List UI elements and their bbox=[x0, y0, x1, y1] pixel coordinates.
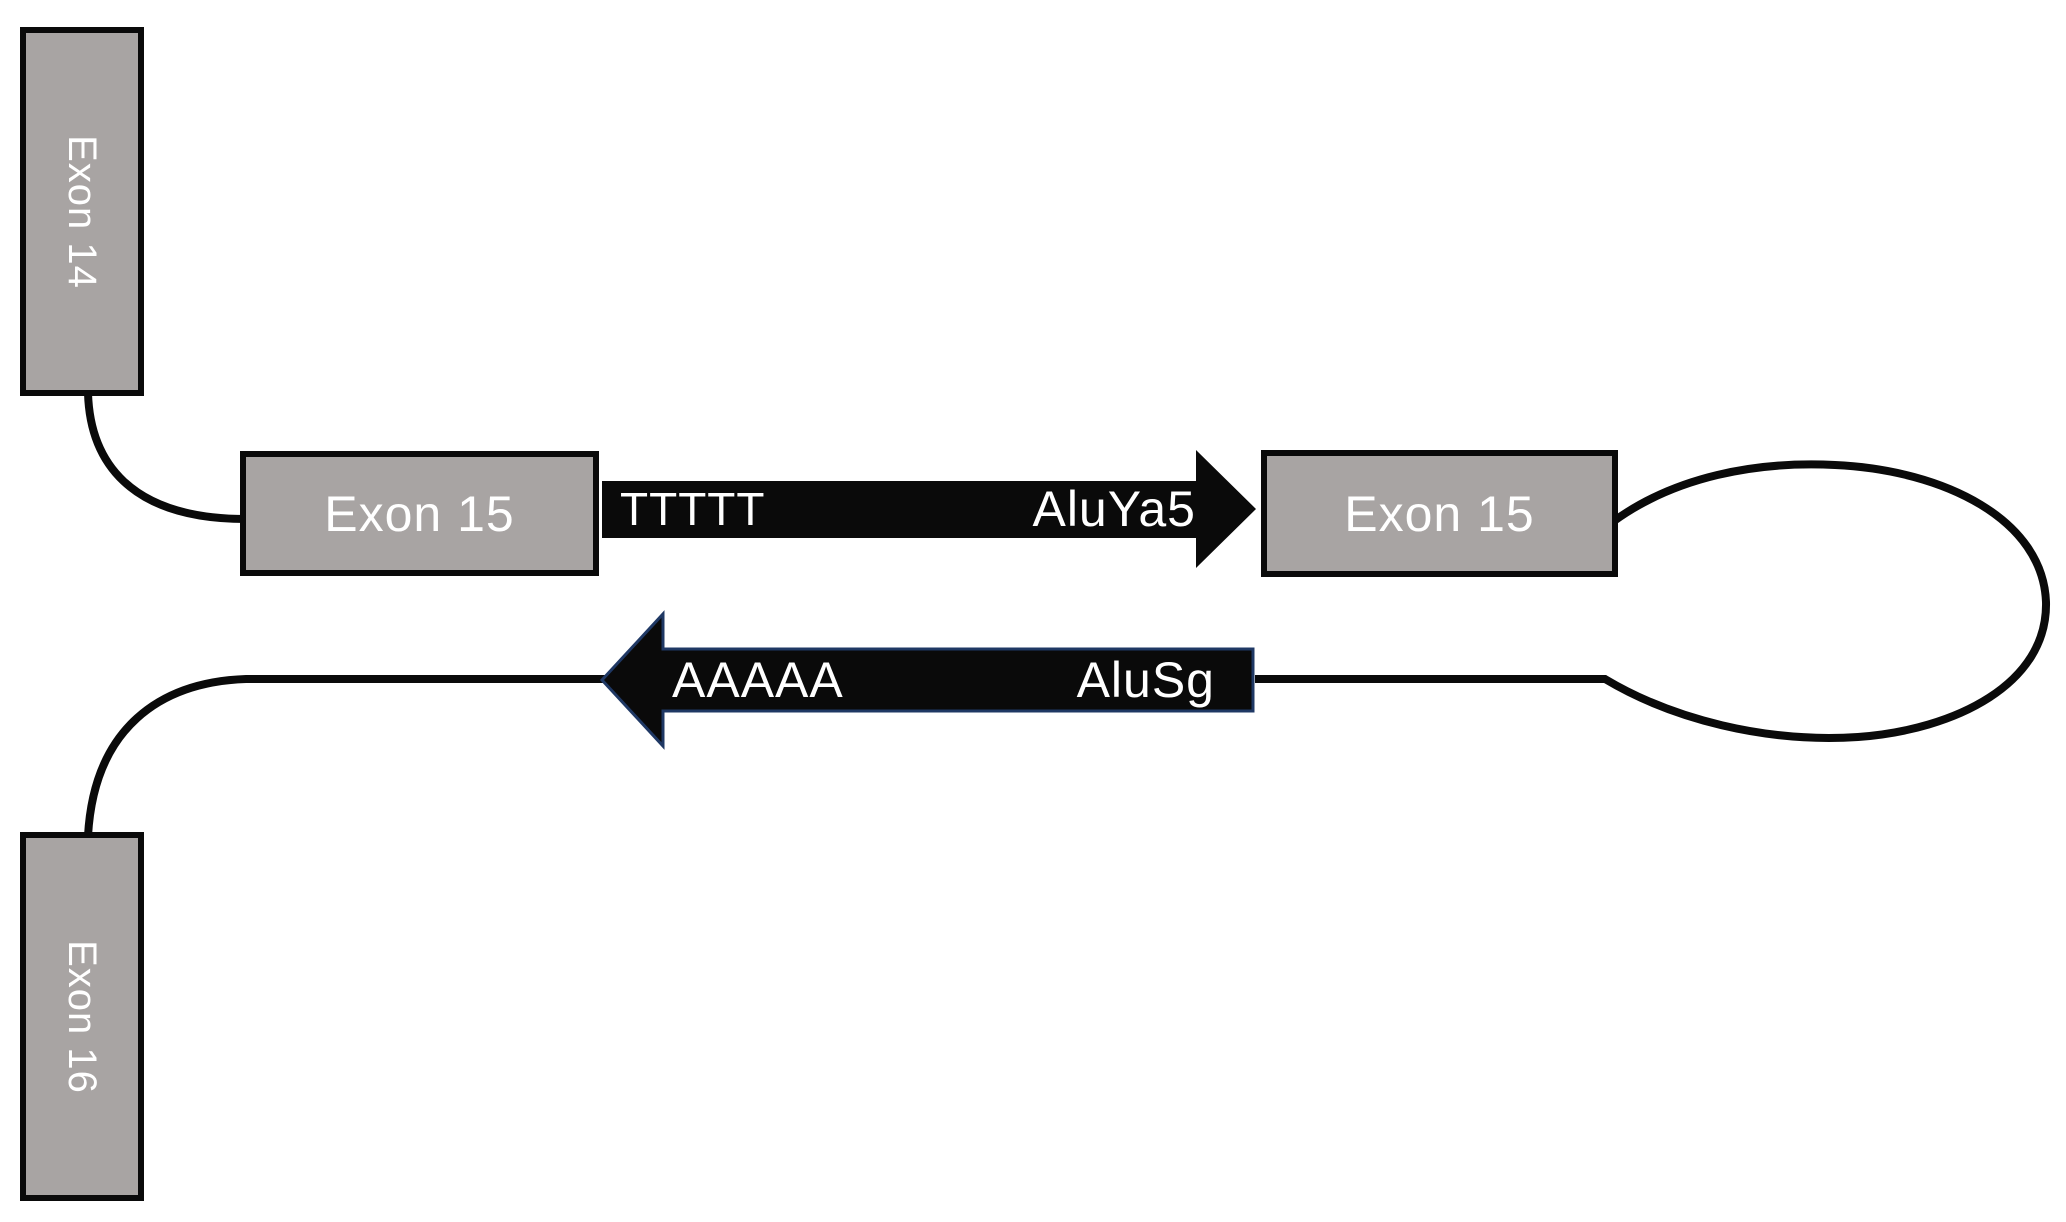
exon16-label: Exon 16 bbox=[60, 939, 104, 1094]
exon14-box: Exon 14 bbox=[20, 27, 144, 396]
alusg-name-label: AluSg bbox=[1076, 652, 1215, 708]
connector-exon14-to-exon15 bbox=[84, 392, 247, 523]
connector-alusg-to-exon16 bbox=[84, 675, 606, 837]
aluya5-name-label: AluYa5 bbox=[1032, 481, 1196, 537]
exon15-right-box: Exon 15 bbox=[1261, 450, 1618, 577]
exon15-left-label: Exon 15 bbox=[324, 485, 515, 542]
connector-loop-exon15-to-alusg bbox=[1255, 460, 2051, 742]
alusg-polyA-label: AAAAA bbox=[672, 652, 844, 708]
exon15-left-box: Exon 15 bbox=[240, 451, 599, 576]
exon16-box: Exon 16 bbox=[20, 832, 144, 1201]
alusg-arrow-shape bbox=[599, 610, 1255, 750]
exon14-label: Exon 14 bbox=[60, 134, 104, 289]
aluya5-arrow-shape bbox=[602, 450, 1256, 568]
aluya5-polyT-label: TTTTT bbox=[620, 483, 766, 535]
exon15-right-label: Exon 15 bbox=[1344, 485, 1535, 542]
